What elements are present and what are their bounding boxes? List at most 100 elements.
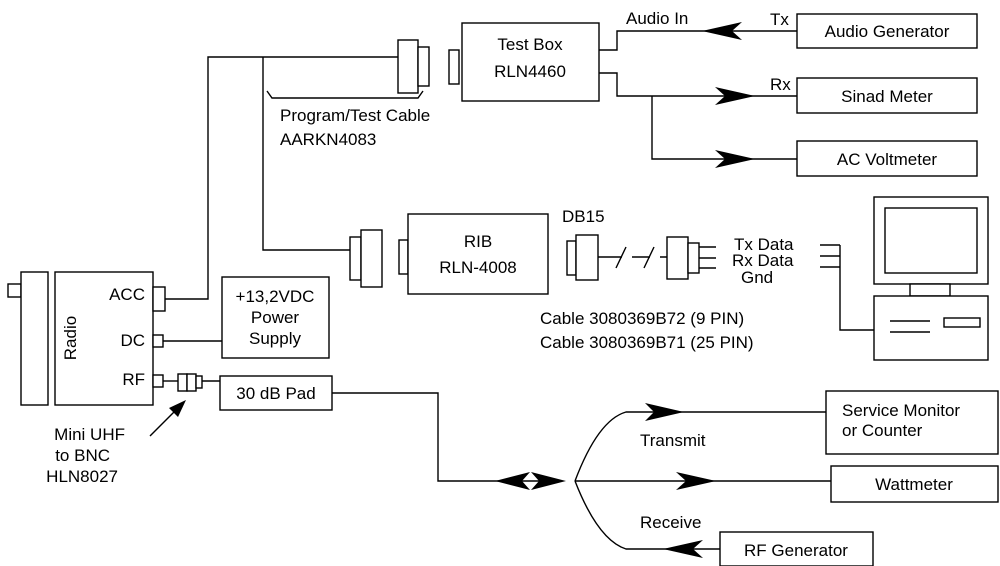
rf-generator-label: RF Generator: [744, 541, 848, 560]
service-monitor: Service Monitor or Counter: [825, 390, 999, 455]
test-box: Test Box RLN4460: [461, 22, 600, 102]
radio-label: Radio: [61, 316, 80, 360]
program-cable-plug-tip: [417, 46, 430, 87]
transmit-arrow: [645, 403, 684, 421]
attenuator-pad: 30 dB Pad: [219, 375, 333, 411]
program-cable-label: Program/Test Cable: [280, 106, 430, 125]
power-supply: +13,2VDC Power Supply: [221, 276, 330, 359]
adapter-body-2: [186, 373, 197, 392]
program-cable-connector: [397, 39, 430, 94]
rib-connector: [349, 229, 383, 288]
wattmeter: Wattmeter: [830, 465, 999, 503]
rib-interface-box: RIB RLN-4008: [407, 213, 549, 295]
rf-generator-box: [719, 531, 874, 566]
monitor-stand: [909, 283, 951, 297]
test-box-connector: [448, 49, 460, 85]
rf-generator: RF Generator: [719, 531, 874, 566]
audio-generator: Audio Generator: [796, 13, 978, 49]
computer-icon: [873, 196, 989, 361]
gnd-label: Gnd: [741, 268, 773, 287]
sinad-meter-box: [796, 77, 978, 114]
adapter-label-2: to BNC: [55, 446, 110, 465]
pc-cable-wires: [820, 244, 841, 268]
voltmeter-arrow: [715, 150, 755, 168]
tx-data-label: Tx Data: [734, 235, 794, 254]
receive-arrow: [663, 540, 703, 558]
dc-connector: [152, 334, 164, 348]
receive-label: Receive: [640, 513, 701, 532]
drive-slots: [890, 320, 930, 333]
computer-tower: [873, 295, 989, 361]
power-supply-label-1: Power: [251, 308, 300, 327]
rib-body: [407, 213, 549, 295]
radio-knob: [7, 283, 22, 298]
adapter-body-1: [177, 373, 188, 392]
tx-tag: Tx: [770, 10, 789, 29]
service-monitor-box: [825, 390, 999, 455]
bidirectional-arrow-left: [495, 472, 530, 490]
rf-connector: [152, 374, 164, 388]
radio-body: [54, 271, 154, 406]
rib-label: RIB: [464, 232, 492, 251]
audio-generator-label: Audio Generator: [825, 22, 950, 41]
pad-label: 30 dB Pad: [236, 384, 315, 403]
adapter-tip: [195, 375, 203, 389]
sinad-meter-label: Sinad Meter: [841, 87, 933, 106]
power-supply-label-2: Supply: [249, 329, 301, 348]
drive-bay: [943, 317, 981, 328]
transmit-label: Transmit: [640, 431, 706, 450]
program-cable-wire: [165, 56, 398, 300]
rib-model: RLN-4008: [439, 258, 517, 277]
audio-out-wire: [599, 72, 797, 97]
cable-9pin-label: Cable 3080369B72 (9 PIN): [540, 309, 744, 328]
rx-data-label: Rx Data: [732, 251, 794, 270]
rf-port-label: RF: [122, 370, 145, 389]
rib-cable-plug: [349, 236, 362, 281]
bidirectional-arrow-right: [531, 472, 566, 490]
pc-cable-run: [839, 267, 874, 331]
db15-jack: [566, 240, 577, 276]
dc-port-label: DC: [120, 331, 145, 350]
test-box-model: RLN4460: [494, 62, 566, 81]
program-cable-part-number: AARKN4083: [280, 130, 376, 149]
serial-signal-wires: [699, 246, 716, 269]
serial-plug-body: [666, 236, 689, 280]
adapter-part-number: HLN8027: [46, 467, 118, 486]
adapter-pointer-arrow: [169, 400, 186, 417]
radio-unit: Radio ACC DC RF: [7, 271, 166, 406]
service-monitor-label: Service Monitor: [842, 401, 960, 420]
acc-port-label: ACC: [109, 285, 145, 304]
sinad-arrow: [715, 87, 755, 105]
radio-front-panel: [20, 271, 49, 406]
ac-voltmeter: AC Voltmeter: [796, 140, 978, 177]
service-monitor-label-2: or Counter: [842, 421, 923, 440]
ac-voltmeter-box: [796, 140, 978, 177]
wattmeter-arrow: [676, 472, 716, 490]
adapter-label-1: Mini UHF: [54, 425, 125, 444]
test-box-label: Test Box: [497, 35, 563, 54]
serial-cable-break: [615, 246, 655, 269]
monitor-screen: [884, 207, 978, 274]
audio-in-wire: [599, 30, 797, 51]
sinad-meter: Sinad Meter: [796, 77, 978, 114]
serial-plug-tip: [687, 242, 700, 274]
transmit-path: [574, 411, 826, 482]
audio-in-arrow: [702, 22, 742, 40]
program-cable-bracket: [266, 90, 424, 99]
test-box-body: [461, 22, 600, 102]
cable-25pin-label: Cable 3080369B71 (25 PIN): [540, 333, 754, 352]
acc-connector: [152, 286, 166, 312]
voltmeter-wire: [651, 96, 797, 160]
rib-input-jack: [398, 239, 409, 275]
rib-cable-wire: [262, 57, 350, 251]
power-supply-voltage: +13,2VDC: [236, 287, 315, 306]
wattmeter-box: [830, 465, 999, 503]
power-supply-box: [221, 276, 330, 359]
adapter-connector: [177, 373, 203, 392]
rx-tag: Rx: [770, 75, 791, 94]
receive-path: [574, 480, 720, 550]
wattmeter-label: Wattmeter: [875, 475, 953, 494]
db15-plug: [575, 234, 599, 281]
audio-generator-box: [796, 13, 978, 49]
